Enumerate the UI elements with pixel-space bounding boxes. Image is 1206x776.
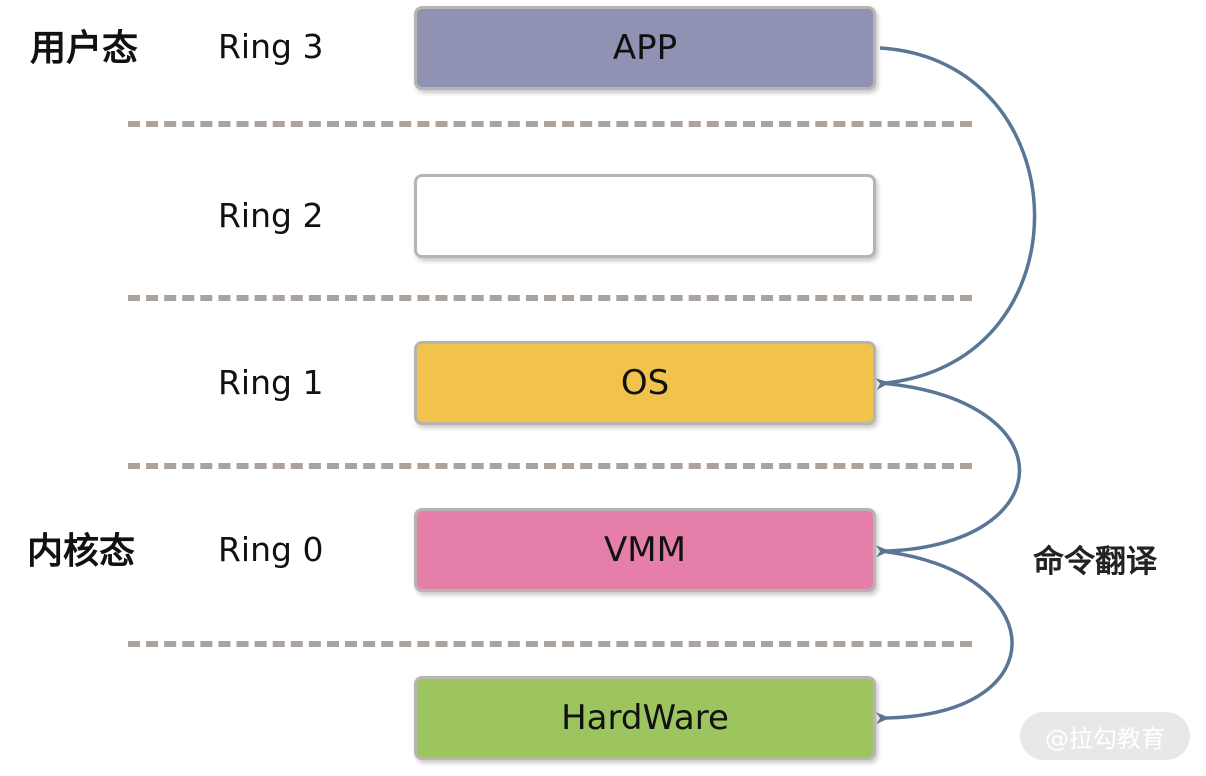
os-layer-box: OS	[414, 341, 876, 425]
divider-ring1-ring0	[128, 463, 972, 469]
divider-ring0-hardware	[128, 641, 972, 647]
divider-ring2-ring1	[128, 295, 972, 301]
watermark-badge: @拉勾教育	[1020, 712, 1190, 760]
kernel-mode-label: 内核态	[27, 531, 136, 572]
vmm-layer-box: VMM	[414, 508, 876, 592]
ring-2-label: Ring 2	[218, 196, 324, 235]
user-mode-label: 用户态	[30, 28, 139, 69]
hardware-layer-box: HardWare	[414, 676, 876, 760]
arrow-vmm-to-hardware	[875, 549, 1014, 725]
ring-3-label: Ring 3	[218, 27, 324, 66]
command-translation-label: 命令翻译	[1033, 544, 1157, 580]
app-layer-box: APP	[414, 6, 876, 90]
ring-1-label: Ring 1	[218, 363, 324, 402]
arrow-os-to-vmm	[875, 381, 1022, 558]
divider-ring3-ring2	[128, 121, 972, 127]
ring2-empty-box	[414, 174, 876, 258]
ring-0-label: Ring 0	[218, 530, 324, 569]
arrow-app-to-os	[875, 46, 1037, 391]
